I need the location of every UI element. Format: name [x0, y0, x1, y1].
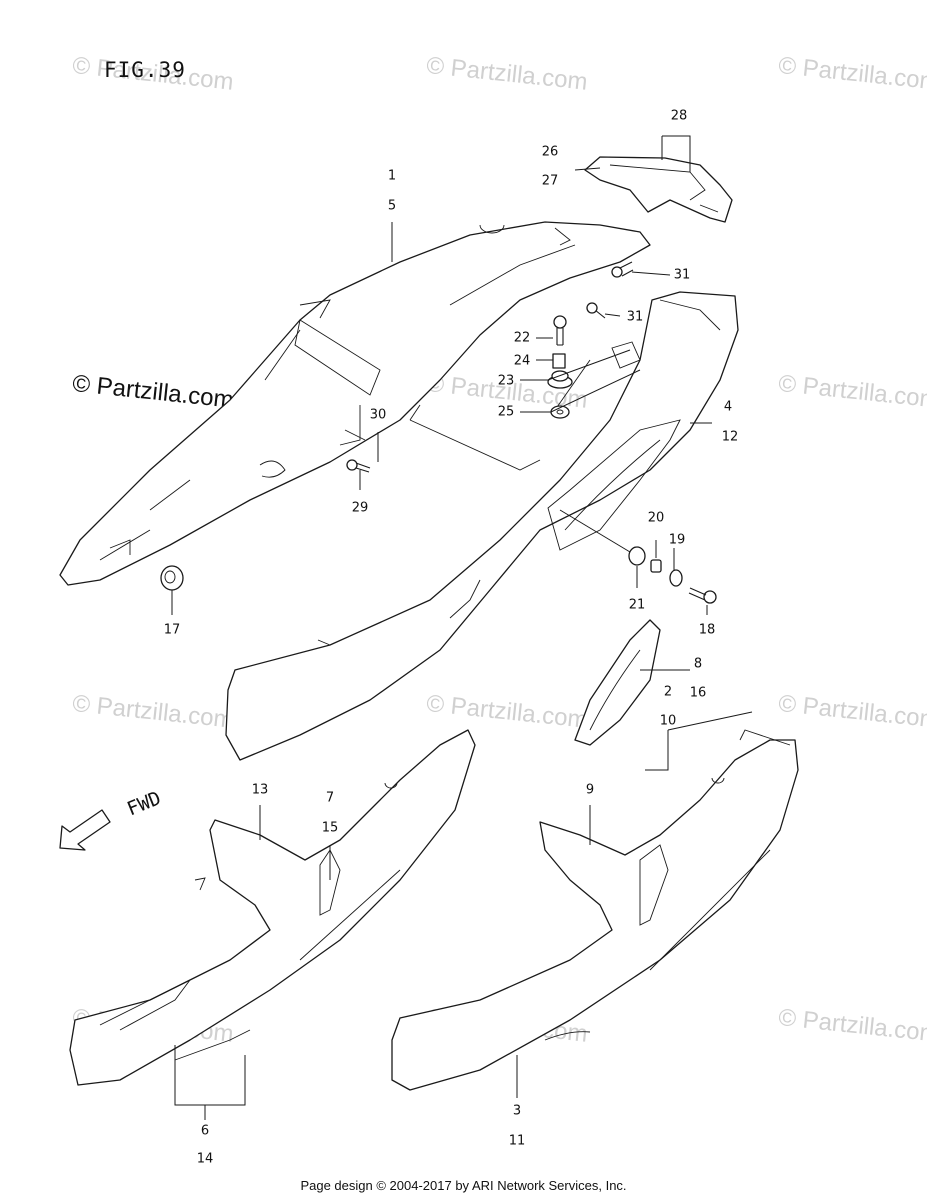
- leader-lines: [171, 135, 753, 1120]
- emblem-decal: [547, 419, 681, 746]
- page-footer-copyright: Page design © 2004-2017 by ARI Network S…: [300, 1178, 627, 1193]
- callout-27[interactable]: 27: [541, 173, 559, 189]
- callout-25[interactable]: 25: [497, 404, 515, 420]
- callout-6[interactable]: 6: [200, 1123, 210, 1139]
- callout-17[interactable]: 17: [163, 622, 181, 638]
- callout-18[interactable]: 18: [698, 622, 716, 638]
- callout-29[interactable]: 29: [351, 500, 369, 516]
- forward-arrow: [59, 809, 111, 851]
- callout-20[interactable]: 20: [647, 510, 665, 526]
- callout-23[interactable]: 23: [497, 373, 515, 389]
- callout-19[interactable]: 19: [668, 532, 686, 548]
- fasteners: [160, 261, 717, 604]
- callout-2[interactable]: 2: [663, 684, 673, 700]
- callout-4[interactable]: 4: [723, 399, 733, 415]
- callout-22[interactable]: 22: [513, 330, 531, 346]
- callout-1[interactable]: 1: [387, 168, 397, 184]
- callout-28[interactable]: 28: [670, 108, 688, 124]
- figure-title: FIG.39: [104, 58, 186, 82]
- frame-cover-right: [225, 291, 739, 761]
- pillion-seat-cowl: [584, 156, 733, 223]
- callout-7[interactable]: 7: [325, 790, 335, 806]
- frame-cover-right-lower: [391, 729, 799, 1091]
- callout-16[interactable]: 16: [689, 685, 707, 701]
- callout-11[interactable]: 11: [508, 1133, 526, 1149]
- callout-21[interactable]: 21: [628, 597, 646, 613]
- callout-9[interactable]: 9: [585, 782, 595, 798]
- callout-31[interactable]: 31: [673, 267, 691, 283]
- callout-15[interactable]: 15: [321, 820, 339, 836]
- callout-31[interactable]: 31: [626, 309, 644, 325]
- callout-24[interactable]: 24: [513, 353, 531, 369]
- callout-26[interactable]: 26: [541, 144, 559, 160]
- callout-10[interactable]: 10: [659, 713, 677, 729]
- callout-12[interactable]: 12: [721, 429, 739, 445]
- frame-cover-left: [69, 729, 476, 1086]
- callout-3[interactable]: 3: [512, 1103, 522, 1119]
- callout-30[interactable]: 30: [369, 407, 387, 423]
- seat-tail-cowl: [59, 221, 651, 586]
- callout-14[interactable]: 14: [196, 1151, 214, 1167]
- callout-5[interactable]: 5: [387, 198, 397, 214]
- callout-13[interactable]: 13: [251, 782, 269, 798]
- callout-8[interactable]: 8: [693, 656, 703, 672]
